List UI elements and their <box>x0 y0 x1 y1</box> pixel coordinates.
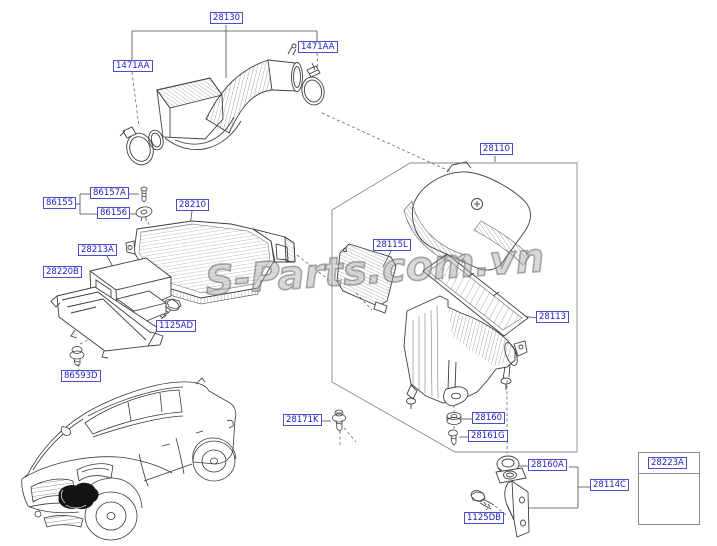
part-label-28113[interactable]: 28113 <box>536 311 570 323</box>
part-label-28171k[interactable]: 28171K <box>283 414 322 426</box>
part-label-28223a[interactable]: 28223A <box>648 457 687 469</box>
resonator-panel-drawing <box>336 243 397 314</box>
part-label-86156[interactable]: 86156 <box>97 207 131 219</box>
part-label-86157a[interactable]: 86157A <box>90 187 129 199</box>
mounting-bracket-drawing <box>495 467 530 538</box>
part-label-86155[interactable]: 86155 <box>43 197 77 209</box>
part-label-28213a[interactable]: 28213A <box>78 244 117 256</box>
part-label-28110[interactable]: 28110 <box>480 143 514 155</box>
vehicle-outline-drawing <box>21 377 237 541</box>
part-label-28130[interactable]: 28130 <box>210 12 244 24</box>
part-label-28114c[interactable]: 28114C <box>590 479 629 491</box>
screw-icon <box>69 346 85 367</box>
air-intake-hose-drawing <box>119 43 325 166</box>
part-label-28220b[interactable]: 28220B <box>43 266 82 278</box>
part-label-28160a[interactable]: 28160A <box>528 459 567 471</box>
bolt-icon <box>156 298 182 320</box>
part-label-1125db[interactable]: 1125DB <box>464 512 505 524</box>
part-label-86593d[interactable]: 86593D <box>61 370 101 382</box>
air-cleaner-lower-body-drawing <box>403 295 528 409</box>
screw-icon <box>332 409 346 432</box>
grommet-icon <box>446 412 462 425</box>
screw-icon <box>448 429 458 446</box>
part-label-28161g[interactable]: 28161G <box>468 430 508 442</box>
part-label-1125ad[interactable]: 1125AD <box>156 320 196 332</box>
part-label-1471aa-left[interactable]: 1471AA <box>113 60 153 72</box>
pin-icon <box>135 206 153 222</box>
bolt-icon <box>470 490 495 510</box>
air-cleaner-upper-body-drawing <box>403 161 532 271</box>
air-filter-element-drawing <box>422 253 529 337</box>
air-guide-drawing <box>50 286 164 359</box>
screw-icon <box>140 186 148 203</box>
part-label-28160[interactable]: 28160 <box>472 412 506 424</box>
legend-divider <box>639 473 699 474</box>
part-label-1471aa-right[interactable]: 1471AA <box>298 41 338 53</box>
part-label-28115l[interactable]: 28115L <box>373 239 411 251</box>
assembly-enclosure-outline <box>331 162 578 453</box>
part-label-28210[interactable]: 28210 <box>176 199 210 211</box>
